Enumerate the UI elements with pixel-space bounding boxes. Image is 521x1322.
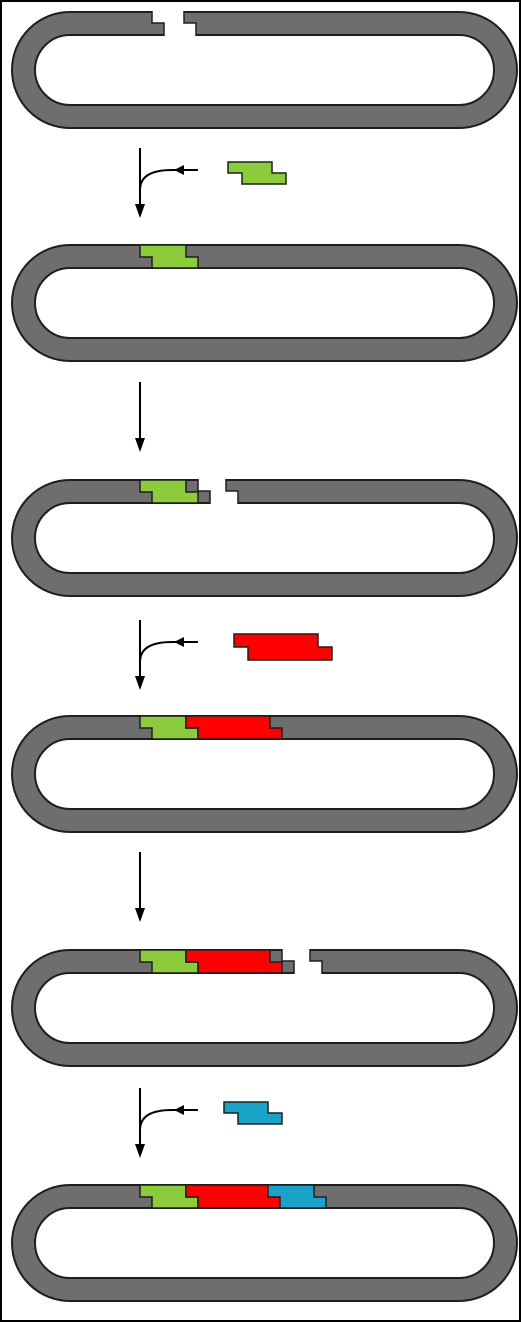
join-arrow-curve xyxy=(139,169,198,191)
down-arrow-head xyxy=(135,908,145,922)
insert-2-fragment xyxy=(233,633,333,661)
cut-gap xyxy=(198,479,238,504)
plasmid-ring-inner xyxy=(34,972,495,1044)
plasmid-ring-inner xyxy=(34,502,495,574)
cut-gap xyxy=(282,949,322,974)
plasmid-ring-inner xyxy=(34,34,495,106)
join-arrow-head xyxy=(174,1105,184,1115)
join-arrow-curve xyxy=(139,1109,198,1131)
cut-edge-right xyxy=(183,11,197,36)
insert-3-in-plasmid xyxy=(267,1184,327,1209)
down-arrow-head xyxy=(135,204,145,218)
down-arrow-head xyxy=(135,1144,145,1158)
cut-gap xyxy=(152,11,196,36)
plasmid-ring-inner xyxy=(34,267,495,339)
cut-edge-right xyxy=(309,949,323,974)
down-arrow-head xyxy=(135,676,145,690)
cut-edge-left xyxy=(197,479,211,504)
insert-2-in-plasmid xyxy=(185,715,283,740)
plasmid-overlays xyxy=(139,11,327,1209)
cut-edge-left xyxy=(281,949,295,974)
insert-1-in-plasmid xyxy=(139,244,199,269)
cut-edge-right xyxy=(225,479,239,504)
plasmid-ring-inner xyxy=(34,1207,495,1279)
insert-1-fragment xyxy=(227,161,287,185)
cut-edge-left xyxy=(151,11,165,36)
join-arrow-head xyxy=(174,637,184,647)
plasmid-ring-inner xyxy=(34,738,495,810)
join-arrow-head xyxy=(174,165,184,175)
down-arrow-head xyxy=(135,438,145,452)
insert-1-in-plasmid xyxy=(139,479,199,504)
join-arrow-curve xyxy=(139,641,198,663)
insert-3-fragment xyxy=(223,1101,283,1125)
process-steps xyxy=(135,148,333,1158)
plasmid-rings xyxy=(11,11,518,1302)
insert-2-in-plasmid xyxy=(185,949,283,974)
